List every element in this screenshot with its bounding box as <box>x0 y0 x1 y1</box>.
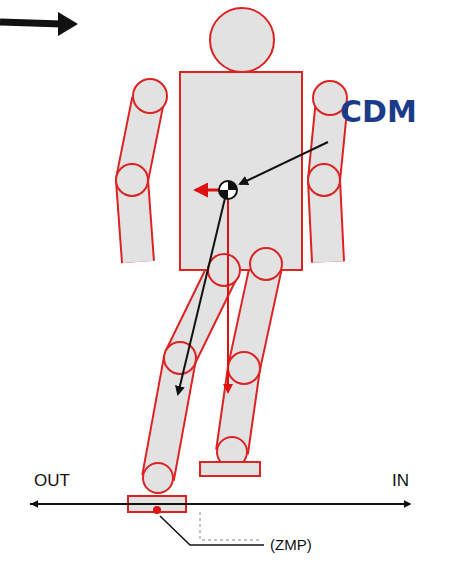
direction-arrow <box>0 12 78 36</box>
com-symbol <box>219 181 237 199</box>
force-vectors <box>178 142 328 394</box>
robot-head <box>210 8 274 72</box>
zmp-point <box>153 506 161 514</box>
robot-torso <box>180 72 302 270</box>
zmp-label: (ZMP) <box>270 537 312 552</box>
axis-label: IN <box>392 472 409 489</box>
right-foot <box>200 462 260 476</box>
robot-joints <box>116 79 347 493</box>
axis-label: OUT <box>34 472 70 489</box>
zmp-leader <box>160 512 264 545</box>
ground-axis <box>30 504 410 505</box>
com-label: CDM <box>340 97 417 127</box>
